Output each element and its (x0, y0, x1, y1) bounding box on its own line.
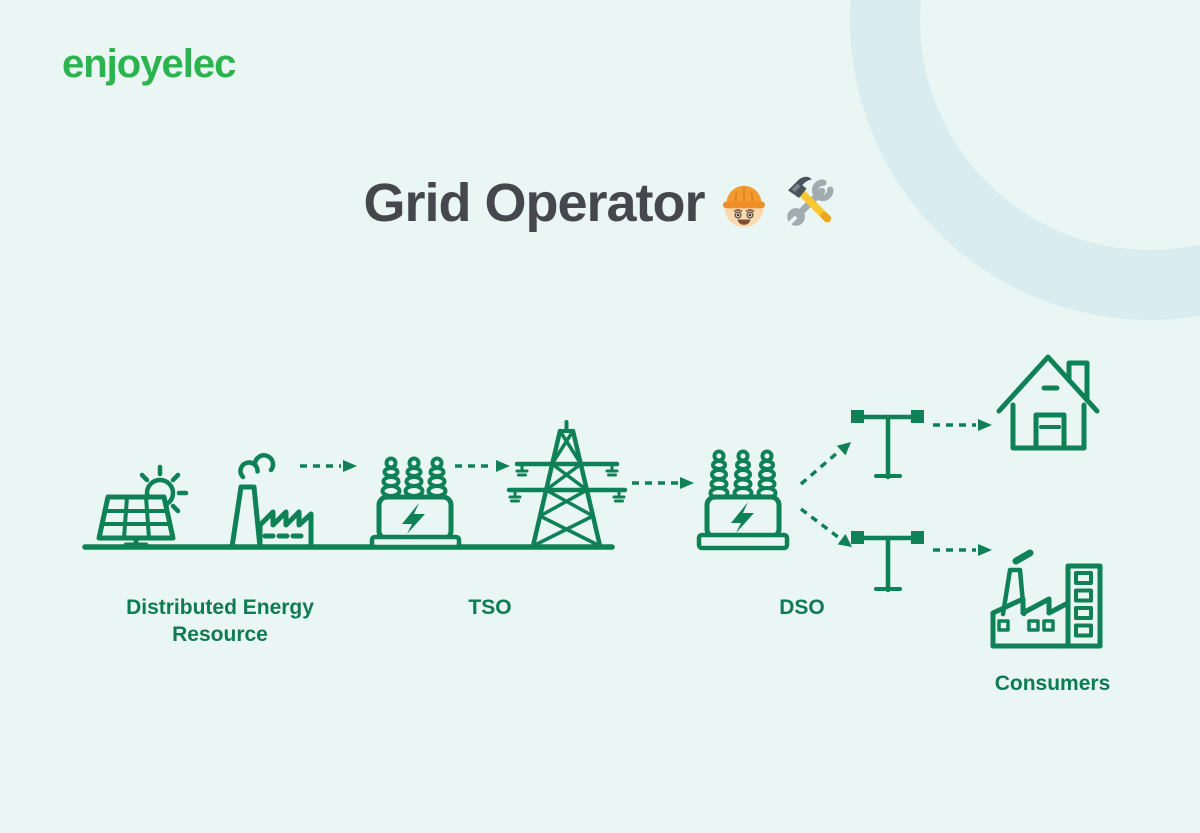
arrow-dso-to-pole-top (799, 442, 851, 486)
logo: enjoyelec (62, 42, 236, 86)
arrow-tower-to-dso (632, 477, 694, 489)
construction-worker-emoji-icon (722, 185, 765, 227)
hammer-wrench-emoji-icon (786, 176, 833, 227)
utility-pole-bottom-icon (851, 531, 924, 593)
transformer-tso-icon (369, 456, 462, 550)
label-distributed-energy-resource: Distributed Energy Resource (126, 596, 314, 647)
factory-icon (990, 549, 1103, 649)
label-dso: DSO (779, 596, 825, 619)
label-consumers: Consumers (994, 672, 1111, 695)
sun-icon (139, 464, 189, 522)
arrow-pole-to-factory (933, 544, 992, 556)
house-icon (996, 354, 1100, 451)
arrow-pole-to-house (933, 419, 992, 431)
transformer-dso-icon (696, 449, 790, 551)
arrow-source-to-tso (300, 460, 357, 472)
arrow-tso-to-tower (455, 460, 510, 472)
page-title: Grid Operator (363, 173, 705, 233)
utility-pole-top-icon (851, 410, 924, 480)
transmission-tower-icon (506, 420, 628, 549)
arrow-dso-to-pole-bottom (799, 507, 852, 547)
label-tso: TSO (468, 596, 512, 619)
solar-panel-icon (96, 494, 176, 549)
power-plant-icon (229, 453, 314, 550)
title-row: Grid Operator (0, 172, 1200, 234)
